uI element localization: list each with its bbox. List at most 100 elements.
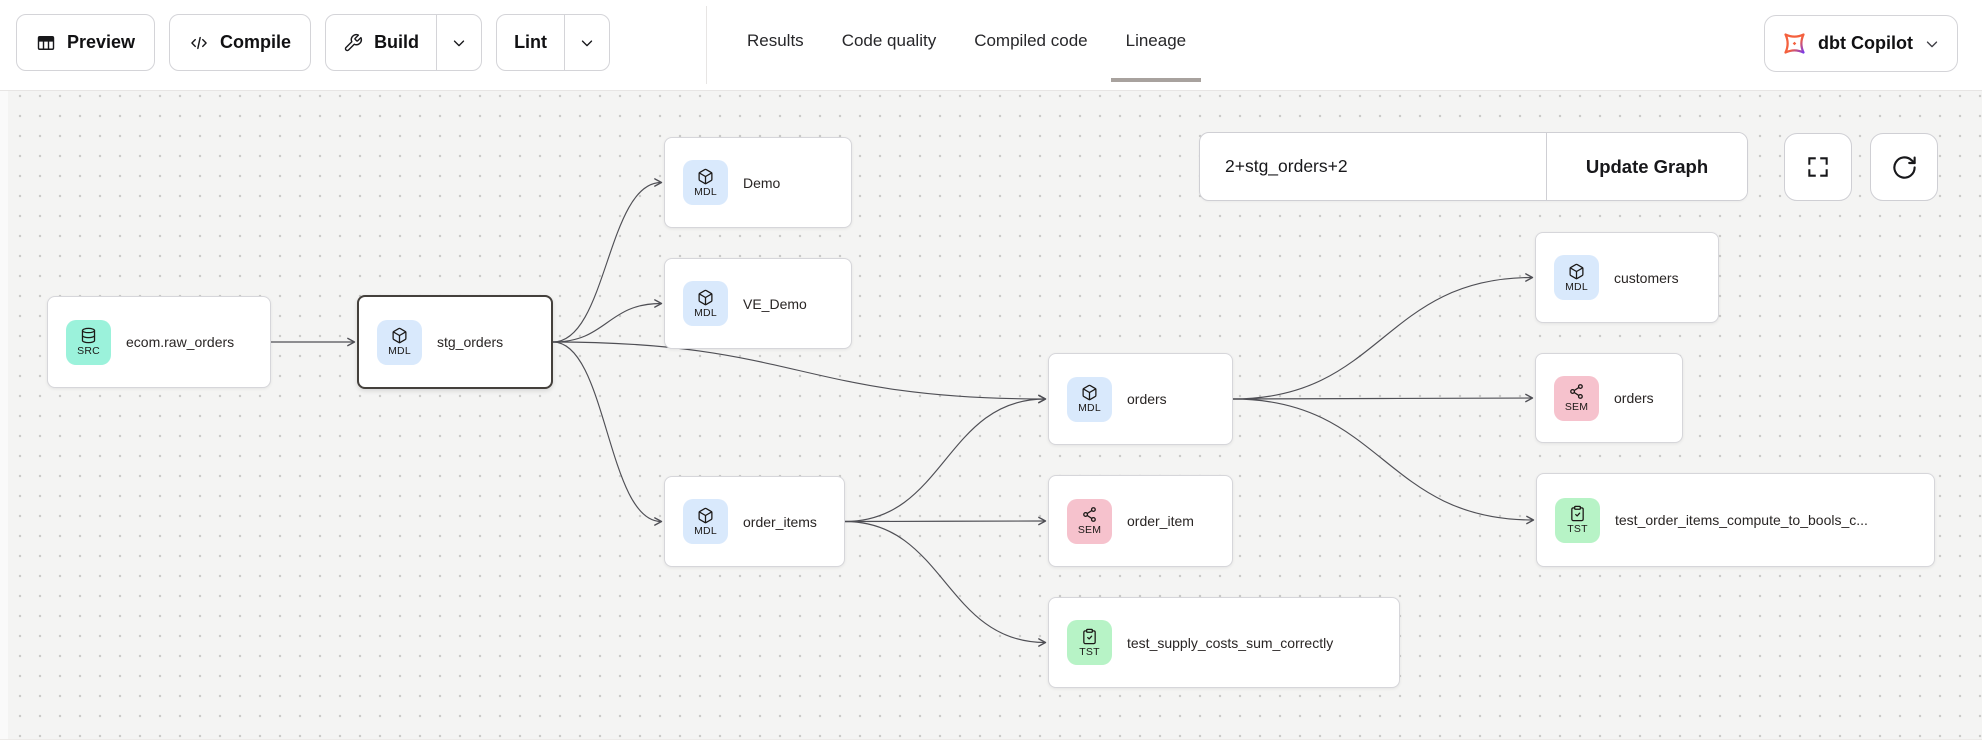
node-label: customers bbox=[1614, 269, 1679, 286]
edge-order_items-to-test_supply bbox=[844, 520, 1047, 647]
code-icon bbox=[189, 33, 209, 53]
tab-compiled-code[interactable]: Compiled code bbox=[955, 0, 1106, 82]
refresh-button[interactable] bbox=[1870, 133, 1938, 201]
tst-type-badge: TST bbox=[1555, 497, 1600, 543]
lineage-node-customers[interactable]: MDL customers bbox=[1535, 232, 1719, 323]
node-label: Demo bbox=[743, 174, 781, 191]
mdl-type-badge: MDL bbox=[377, 319, 422, 365]
toolbar-divider bbox=[706, 6, 707, 84]
edge-stg_orders-to-order_items bbox=[552, 341, 663, 526]
edge-stg_orders-to-ve_demo bbox=[552, 299, 663, 343]
tab-label: Compiled code bbox=[974, 31, 1088, 50]
edge-order_items-to-orders_mdl bbox=[844, 394, 1047, 523]
cube-icon bbox=[697, 289, 714, 306]
wrench-icon bbox=[343, 33, 363, 53]
build-button-label: Build bbox=[374, 32, 420, 52]
tab-lineage[interactable]: Lineage bbox=[1107, 0, 1206, 82]
dbt-copilot-button[interactable]: dbt Copilot bbox=[1764, 15, 1958, 72]
node-type-label: SRC bbox=[77, 345, 100, 357]
node-type-label: MDL bbox=[694, 306, 717, 319]
lineage-node-order_items[interactable]: MDL order_items bbox=[664, 476, 845, 567]
chevron-down-icon bbox=[450, 34, 468, 52]
chevron-down-icon bbox=[578, 34, 596, 52]
node-type-label: TST bbox=[1567, 523, 1588, 535]
sem-type-badge: SEM bbox=[1067, 498, 1112, 544]
edge-stg_orders-to-orders_mdl bbox=[552, 341, 1047, 404]
node-type-label: MDL bbox=[694, 185, 717, 198]
mdl-type-badge: MDL bbox=[683, 281, 728, 326]
lineage-node-order_item_sem[interactable]: SEM order_item bbox=[1048, 475, 1233, 567]
cube-icon bbox=[697, 507, 714, 524]
lineage-node-test_order_items[interactable]: TST test_order_items_compute_to_bools_c..… bbox=[1536, 473, 1935, 567]
lint-dropdown-button[interactable] bbox=[564, 15, 609, 70]
lineage-node-ve_demo[interactable]: MDL VE_Demo bbox=[664, 258, 852, 349]
lineage-selector-input[interactable] bbox=[1200, 133, 1546, 200]
semantic-network-icon bbox=[1568, 383, 1585, 400]
node-label: orders bbox=[1614, 390, 1654, 406]
canvas-bottom-strip bbox=[0, 739, 1982, 748]
tst-type-badge: TST bbox=[1067, 620, 1112, 665]
preview-button[interactable]: Preview bbox=[16, 14, 156, 71]
semantic-network-icon bbox=[1081, 506, 1098, 523]
cube-icon bbox=[697, 168, 714, 185]
toolbar-button-row: Preview Compile Build bbox=[16, 14, 611, 71]
lineage-node-demo[interactable]: MDL Demo bbox=[664, 137, 852, 228]
toolbar: Preview Compile Build bbox=[0, 0, 1982, 91]
fullscreen-button[interactable] bbox=[1784, 133, 1852, 201]
node-type-label: MDL bbox=[388, 345, 411, 357]
mdl-type-badge: MDL bbox=[683, 499, 728, 544]
results-tab-bar: Results Code quality Compiled code Linea… bbox=[728, 0, 1205, 82]
edge-orders_mdl-to-customers bbox=[1232, 273, 1534, 400]
mdl-type-badge: MDL bbox=[1067, 376, 1112, 422]
tab-label: Lineage bbox=[1125, 31, 1187, 50]
update-graph-button[interactable]: Update Graph bbox=[1546, 133, 1747, 200]
edge-order_items-to-order_item_sem bbox=[844, 516, 1047, 526]
lineage-node-orders_sem[interactable]: SEM orders bbox=[1535, 353, 1683, 443]
node-type-label: MDL bbox=[1078, 402, 1101, 414]
build-dropdown-button[interactable] bbox=[436, 15, 481, 70]
compile-button[interactable]: Compile bbox=[169, 14, 312, 71]
node-label: orders bbox=[1127, 391, 1167, 407]
edge-orders_mdl-to-orders_sem bbox=[1232, 393, 1534, 403]
node-label: VE_Demo bbox=[743, 295, 807, 312]
cube-icon bbox=[391, 327, 408, 344]
fullscreen-icon bbox=[1805, 154, 1831, 180]
node-type-label: TST bbox=[1079, 645, 1100, 658]
lineage-node-orders_mdl[interactable]: MDL orders bbox=[1048, 353, 1233, 445]
database-icon bbox=[80, 327, 97, 344]
lineage-edges bbox=[271, 178, 1535, 647]
clipboard-check-icon bbox=[1081, 628, 1098, 645]
edge-stg_orders-to-demo bbox=[552, 178, 663, 343]
build-split-button: Build bbox=[325, 14, 483, 71]
node-label: test_supply_costs_sum_correctly bbox=[1127, 634, 1334, 651]
clipboard-check-icon bbox=[1569, 505, 1586, 522]
lint-button-label: Lint bbox=[514, 32, 548, 52]
canvas-left-gutter bbox=[0, 91, 8, 739]
node-label: test_order_items_compute_to_bools_c... bbox=[1615, 512, 1868, 528]
table-icon bbox=[36, 33, 56, 53]
src-type-badge: SRC bbox=[66, 319, 111, 365]
lineage-node-test_supply[interactable]: TST test_supply_costs_sum_correctly bbox=[1048, 597, 1400, 688]
lineage-node-raw_orders[interactable]: SRC ecom.raw_orders bbox=[47, 296, 271, 388]
node-label: order_item bbox=[1127, 513, 1194, 529]
preview-button-label: Preview bbox=[67, 32, 136, 52]
cube-icon bbox=[1081, 384, 1098, 401]
build-button[interactable]: Build bbox=[326, 15, 436, 70]
lint-button[interactable]: Lint bbox=[497, 15, 564, 70]
lineage-node-stg_orders[interactable]: MDL stg_orders bbox=[357, 295, 553, 389]
node-type-label: SEM bbox=[1077, 524, 1102, 536]
node-type-label: MDL bbox=[1565, 280, 1588, 293]
tab-label: Code quality bbox=[841, 31, 937, 50]
node-label: stg_orders bbox=[437, 334, 504, 350]
tab-code-quality[interactable]: Code quality bbox=[823, 0, 956, 82]
tab-results[interactable]: Results bbox=[728, 0, 823, 82]
compile-button-label: Compile bbox=[220, 32, 292, 52]
node-type-label: SEM bbox=[1564, 401, 1589, 413]
node-label: order_items bbox=[743, 513, 817, 530]
dbt-copilot-icon bbox=[1781, 30, 1808, 57]
node-label: ecom.raw_orders bbox=[126, 334, 235, 350]
refresh-icon bbox=[1891, 154, 1918, 181]
cube-icon bbox=[1568, 263, 1585, 280]
chevron-down-icon bbox=[1923, 35, 1941, 53]
